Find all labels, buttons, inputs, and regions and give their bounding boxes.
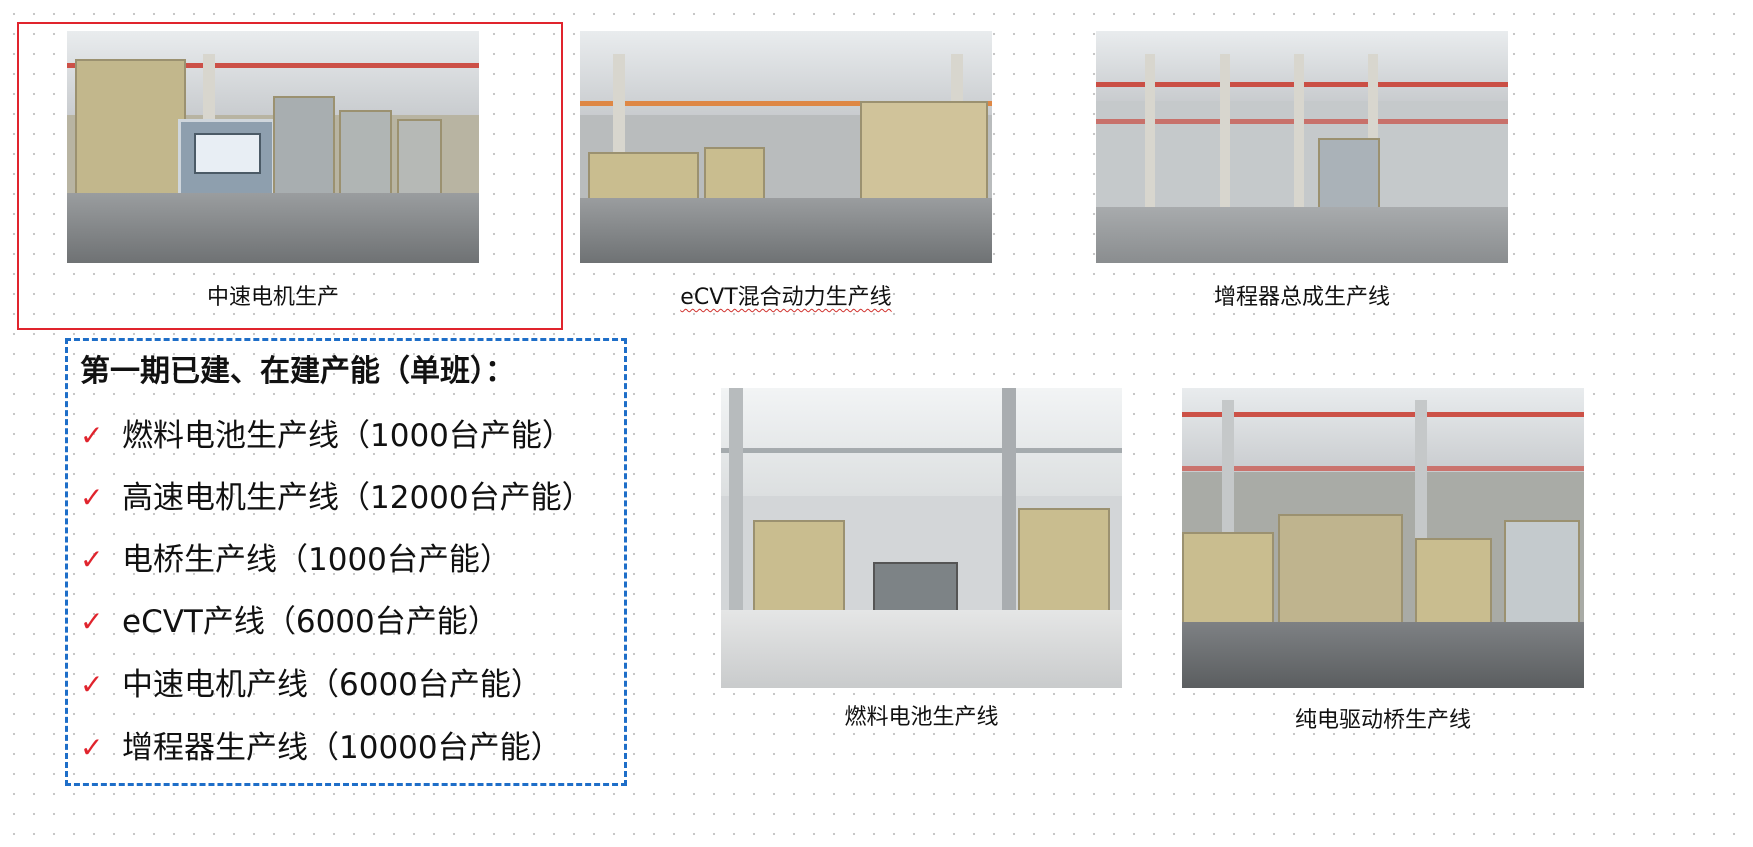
highlight-frame — [17, 22, 563, 330]
photo-electric-axle-line — [1182, 388, 1584, 688]
caption-fuel-cell: 燃料电池生产线 — [844, 705, 999, 730]
photo-range-extender-line — [1096, 31, 1508, 263]
capacity-item-text: eCVT产线（6000台产能） — [122, 604, 499, 640]
photo-ecvt-hybrid-line — [580, 31, 992, 263]
capacity-item-text: 中速电机产线（6000台产能） — [122, 667, 542, 703]
capacity-item-text: 电桥生产线（1000台产能） — [122, 542, 511, 578]
capacity-title: 第一期已建、在建产能（单班）： — [80, 354, 515, 389]
caption-range-extender: 增程器总成生产线 — [1213, 285, 1390, 310]
check-icon: ✓ — [80, 605, 104, 638]
check-icon: ✓ — [80, 543, 104, 576]
caption-ecvt-hybrid: eCVT混合动力生产线 — [580, 284, 992, 312]
photo-medium-speed-motor-line — [67, 31, 479, 263]
ecvt-caption-text: eCVT混合动力生产线 — [680, 285, 892, 310]
check-icon: ✓ — [80, 481, 104, 514]
check-icon: ✓ — [80, 668, 104, 701]
capacity-item-text: 燃料电池生产线（1000台产能） — [122, 418, 573, 454]
capacity-item-text: 增程器生产线（10000台产能） — [122, 730, 562, 766]
capacity-box — [65, 338, 627, 786]
check-icon: ✓ — [80, 731, 104, 764]
capacity-item-text: 高速电机生产线（12000台产能） — [122, 480, 593, 516]
photo-fuel-cell-line — [721, 388, 1122, 688]
caption-medium-speed-motor: 中速电机生产 — [206, 285, 339, 310]
check-icon: ✓ — [80, 419, 104, 452]
caption-electric-axle: 纯电驱动桥生产线 — [1294, 708, 1471, 733]
